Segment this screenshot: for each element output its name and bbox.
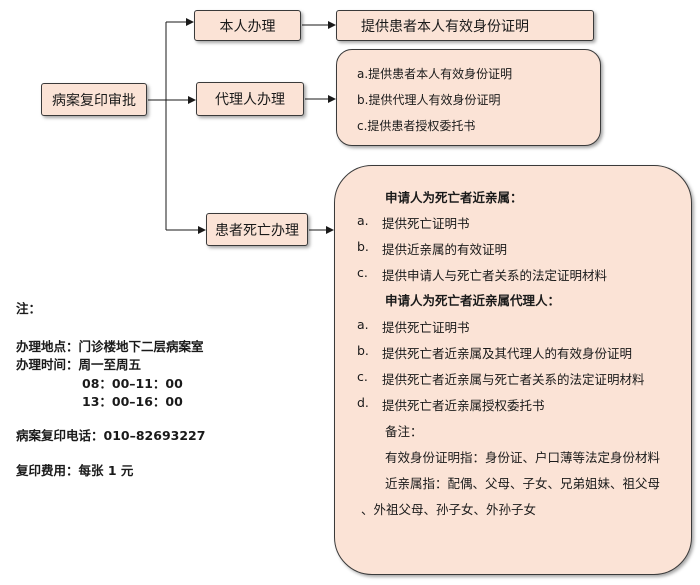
hours-row: 办理时间：周一至周五 — [16, 354, 141, 373]
root-box: 病案复印审批 — [41, 83, 147, 116]
self-label: 本人办理 — [219, 18, 276, 35]
deceased-requirements-box: 申请人为死亡者近亲属： a. 提供死亡证明书 b. 提供近亲属的有效证明 c. … — [334, 165, 692, 575]
hours-morning: 08：00–11：00 — [82, 376, 183, 391]
agent-requirements-box: a.提供患者本人有效身份证明 b.提供代理人有效身份证明 c.提供患者授权委托书 — [336, 49, 601, 146]
group1-heading: 申请人为死亡者近亲属： — [385, 190, 523, 205]
phone-row: 病案复印电话：010–82693227 — [16, 425, 205, 444]
self-requirement-box: 提供患者本人有效身份证明 — [336, 10, 594, 41]
remarks-line: 有效身份证明指：身份证、户口薄等法定身份材料 — [385, 450, 661, 465]
fee-value: 每张 1 元 — [78, 463, 134, 478]
fee-label: 复印费用： — [16, 463, 79, 478]
self-requirement-text: 提供患者本人有效身份证明 — [361, 18, 529, 35]
self-box: 本人办理 — [194, 10, 301, 41]
hours-days: 周一至周五 — [78, 357, 142, 372]
remarks-line: 近亲属指：配偶、父母、子女、兄弟姐妹、祖父母 — [385, 476, 661, 491]
agent-item: b.提供代理人有效身份证明 — [357, 93, 501, 107]
agent-item: c.提供患者授权委托书 — [357, 119, 476, 133]
agent-item: a.提供患者本人有效身份证明 — [357, 67, 513, 81]
fee-row: 复印费用：每张 1 元 — [16, 460, 133, 479]
deceased-label: 患者死亡办理 — [215, 222, 299, 239]
hours-afternoon: 13：00–16：00 — [82, 394, 183, 409]
agent-box: 代理人办理 — [196, 82, 304, 116]
location-label: 办理地点： — [16, 339, 79, 354]
location-value: 门诊楼地下二层病案室 — [78, 339, 204, 354]
phone-label: 病案复印电话： — [16, 428, 104, 443]
group2-heading: 申请人为死亡者近亲属代理人： — [385, 293, 561, 308]
notes-title: 注： — [16, 301, 42, 316]
phone-value: 010–82693227 — [103, 428, 206, 443]
location-row: 办理地点：门诊楼地下二层病案室 — [16, 336, 204, 355]
remarks-line: 、外祖父母、孙子女、外孙子女 — [361, 502, 537, 517]
remarks-title: 备注： — [385, 424, 423, 439]
agent-label: 代理人办理 — [215, 92, 285, 108]
root-label: 病案复印审批 — [52, 92, 136, 109]
hours-label: 办理时间： — [16, 357, 79, 372]
deceased-box: 患者死亡办理 — [206, 213, 308, 246]
